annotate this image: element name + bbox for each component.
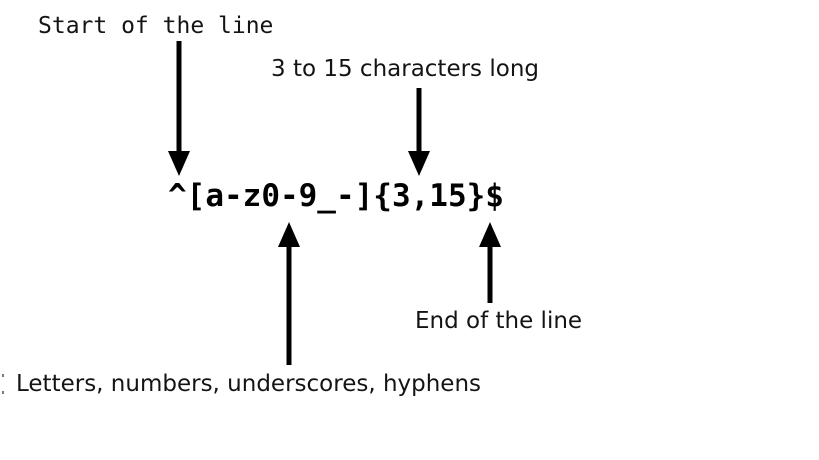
clipped-glyph-fragment-lower — [2, 391, 4, 394]
annotation-label-length-range: 3 to 15 characters long — [271, 56, 539, 82]
annotation-label-end-of-line: End of the line — [415, 308, 583, 334]
regex-pattern: ^[a-z0-9_-]{3,15}$ — [168, 178, 504, 214]
annotation-label-allowed-characters: Letters, numbers, underscores, hyphens — [16, 371, 482, 397]
annotation-label-start-of-line: Start of the line — [38, 13, 274, 39]
clipped-glyph-fragment-upper — [2, 374, 4, 377]
